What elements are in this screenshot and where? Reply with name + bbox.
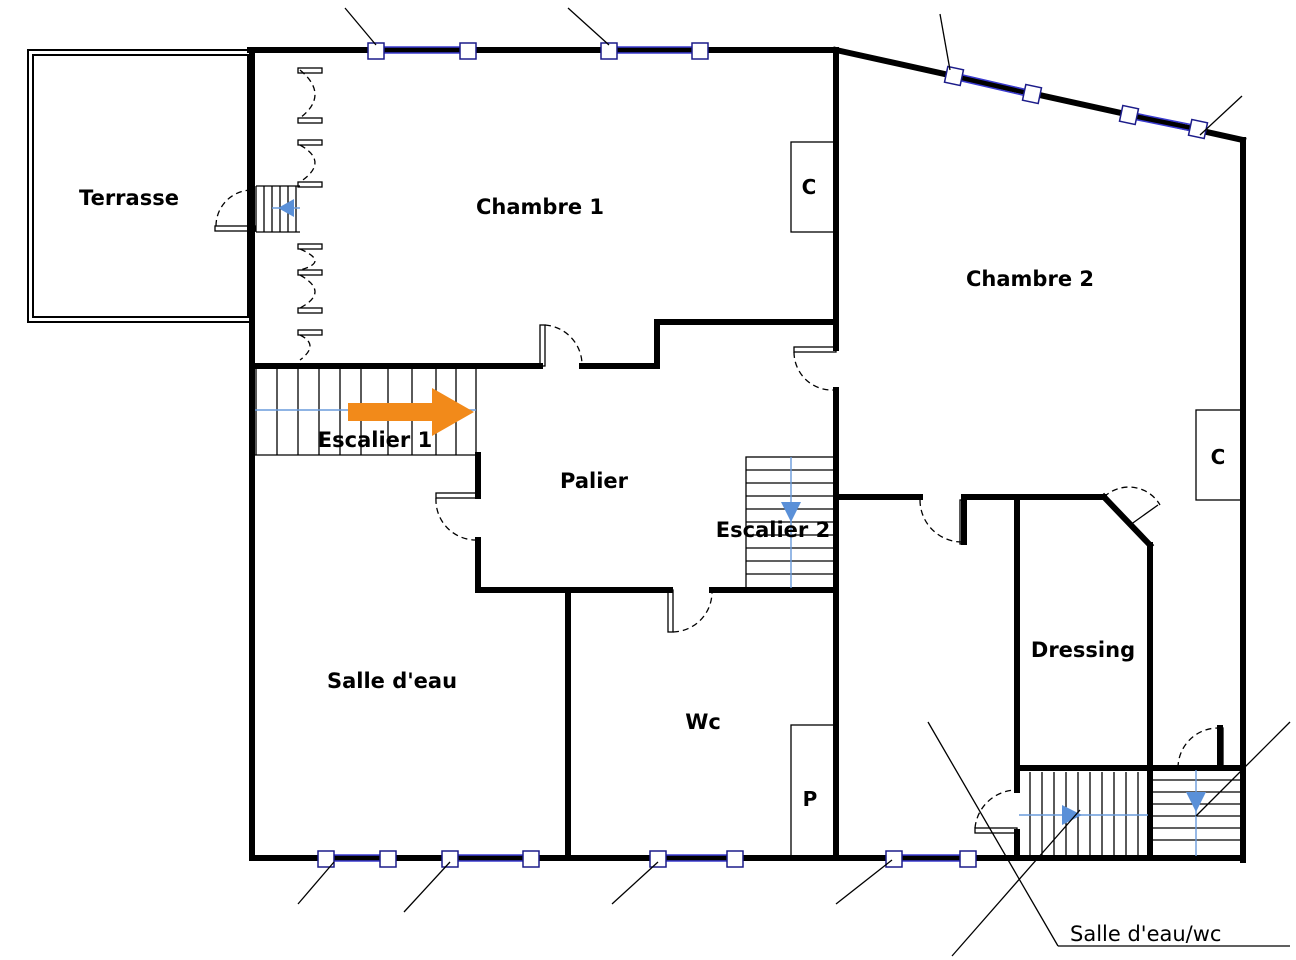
windows bbox=[297, 7, 1243, 913]
doors bbox=[214, 189, 1224, 834]
stair-lower-1-arrow bbox=[1062, 805, 1082, 825]
room-label-escalier-1: Escalier 1 bbox=[318, 428, 432, 452]
stair-lower-2 bbox=[1152, 770, 1241, 856]
stair-lower-1 bbox=[1019, 772, 1148, 856]
callout-label-salle-deau-wc: Salle d'eau/wc bbox=[1070, 922, 1221, 946]
room-label-terrasse: Terrasse bbox=[79, 186, 179, 210]
room-label-escalier-2: Escalier 2 bbox=[716, 518, 830, 542]
closets: C C P bbox=[790, 141, 1242, 858]
closet-p-label: P bbox=[803, 787, 818, 811]
window-slant-2 bbox=[1118, 95, 1243, 140]
escalier-2-arrow bbox=[781, 502, 801, 522]
escalier-1 bbox=[255, 368, 477, 455]
room-labels: Terrasse Chambre 1 Chambre 2 Escalier 1 … bbox=[79, 186, 1135, 734]
closet-c1 bbox=[790, 141, 835, 233]
window-slant-1 bbox=[939, 13, 1043, 105]
room-label-salle-deau: Salle d'eau bbox=[327, 669, 457, 693]
room-label-chambre-1: Chambre 1 bbox=[476, 195, 604, 219]
callout: Salle d'eau/wc bbox=[927, 721, 1291, 957]
room-label-chambre-2: Chambre 2 bbox=[966, 267, 1094, 291]
window-bottom-3 bbox=[611, 850, 744, 905]
window-bottom-2 bbox=[403, 850, 540, 913]
interior-walls bbox=[249, 47, 1246, 861]
window-bottom-1 bbox=[297, 850, 397, 905]
room-label-wc: Wc bbox=[685, 710, 721, 734]
escalier-1-highlight-arrow bbox=[348, 388, 474, 436]
outer-walls bbox=[27, 46, 1247, 863]
closet-p bbox=[790, 724, 835, 858]
closet-c2 bbox=[1195, 409, 1242, 501]
escalier-2 bbox=[745, 456, 835, 589]
terrasse-stair-arrow bbox=[278, 199, 294, 217]
room-label-palier: Palier bbox=[560, 469, 629, 493]
folding-doors bbox=[297, 67, 323, 361]
closet-c1-label: C bbox=[802, 175, 817, 199]
closet-c2-label: C bbox=[1211, 445, 1226, 469]
room-label-dressing: Dressing bbox=[1031, 638, 1135, 662]
window-top-2 bbox=[567, 7, 709, 60]
window-bottom-4 bbox=[835, 850, 977, 905]
window-top-1 bbox=[344, 7, 477, 60]
stairs bbox=[255, 185, 1241, 856]
stair-lower-2-arrow bbox=[1186, 792, 1206, 812]
terrasse-stair bbox=[255, 185, 300, 233]
